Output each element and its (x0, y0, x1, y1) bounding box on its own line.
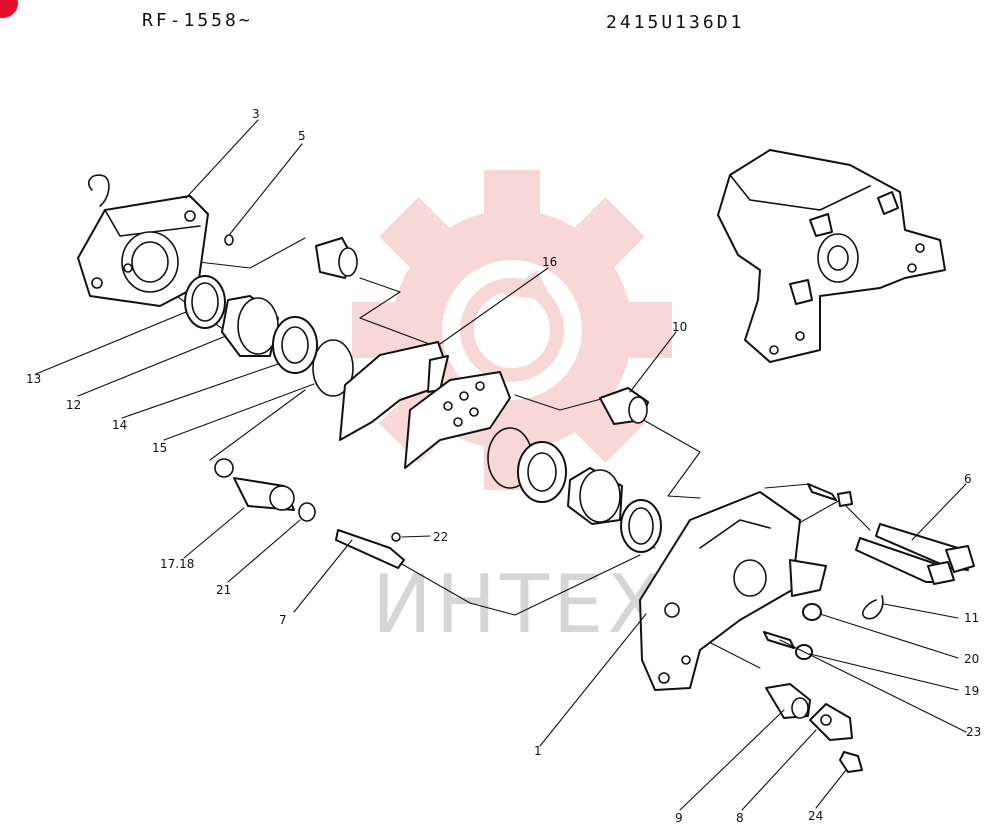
callout-8: 8 (736, 811, 744, 825)
header-left-code: RF-1558~ (142, 10, 253, 31)
watermark-gear-icon (352, 170, 672, 490)
callout-12: 12 (66, 398, 81, 412)
callout-11: 11 (964, 611, 979, 625)
guide-boot-upper (315, 237, 358, 279)
brake-pad-outer-part-16 (339, 341, 449, 441)
watermark-text: ИНТЕХ (372, 558, 666, 651)
callout-23: 23 (966, 725, 981, 739)
bolt-part-6-upper (875, 523, 975, 573)
callout-13: 13 (26, 372, 41, 386)
bolt-part-24 (839, 751, 863, 773)
callout-24: 24 (808, 809, 823, 823)
corner-badge (0, 0, 18, 18)
callout-labels: 3 5 16 10 13 12 14 15 17.18 21 22 7 6 11… (26, 107, 981, 825)
callout-17-18: 17.18 (160, 557, 194, 571)
callout-15: 15 (152, 441, 167, 455)
callout-6: 6 (964, 472, 972, 486)
assembled-caliper (717, 149, 946, 363)
callout-7: 7 (279, 613, 287, 627)
header-right-code: 2415U136D1 (606, 12, 744, 33)
callout-14: 14 (112, 418, 127, 432)
callout-3: 3 (252, 107, 260, 121)
callout-21: 21 (216, 583, 231, 597)
leader-lines (35, 119, 967, 811)
bleeder-screw-part-23 (763, 631, 795, 649)
callout-9: 9 (675, 811, 683, 825)
piston-right (567, 467, 623, 525)
callout-1: 1 (534, 744, 542, 758)
bleeder-screw-upper (807, 483, 853, 507)
caliper-body-part-1 (639, 491, 827, 691)
callout-5: 5 (298, 129, 306, 143)
small-ring-part-22 (391, 532, 401, 542)
small-o-ring-part-5 (224, 234, 234, 246)
cylinder-housing-part-3 (77, 174, 209, 307)
callout-10: 10 (672, 320, 687, 334)
sleeve-part-17-18 (214, 458, 316, 522)
guide-boot-part-10 (599, 387, 649, 425)
brake-pad-inner-part-16 (404, 371, 511, 469)
bolt-part-6-lower (855, 537, 955, 585)
callout-19: 19 (964, 684, 979, 698)
clip-part-11 (861, 595, 884, 620)
piston-part-12 (221, 295, 279, 357)
retaining-ring-part-15 (312, 339, 354, 397)
guide-pin-part-7 (335, 529, 405, 569)
cap-part-20 (802, 603, 822, 621)
bushing-part-9 (765, 683, 811, 719)
plate-part-8 (809, 703, 853, 741)
callout-20: 20 (964, 652, 979, 666)
callout-22: 22 (433, 530, 448, 544)
callout-16: 16 (542, 255, 557, 269)
